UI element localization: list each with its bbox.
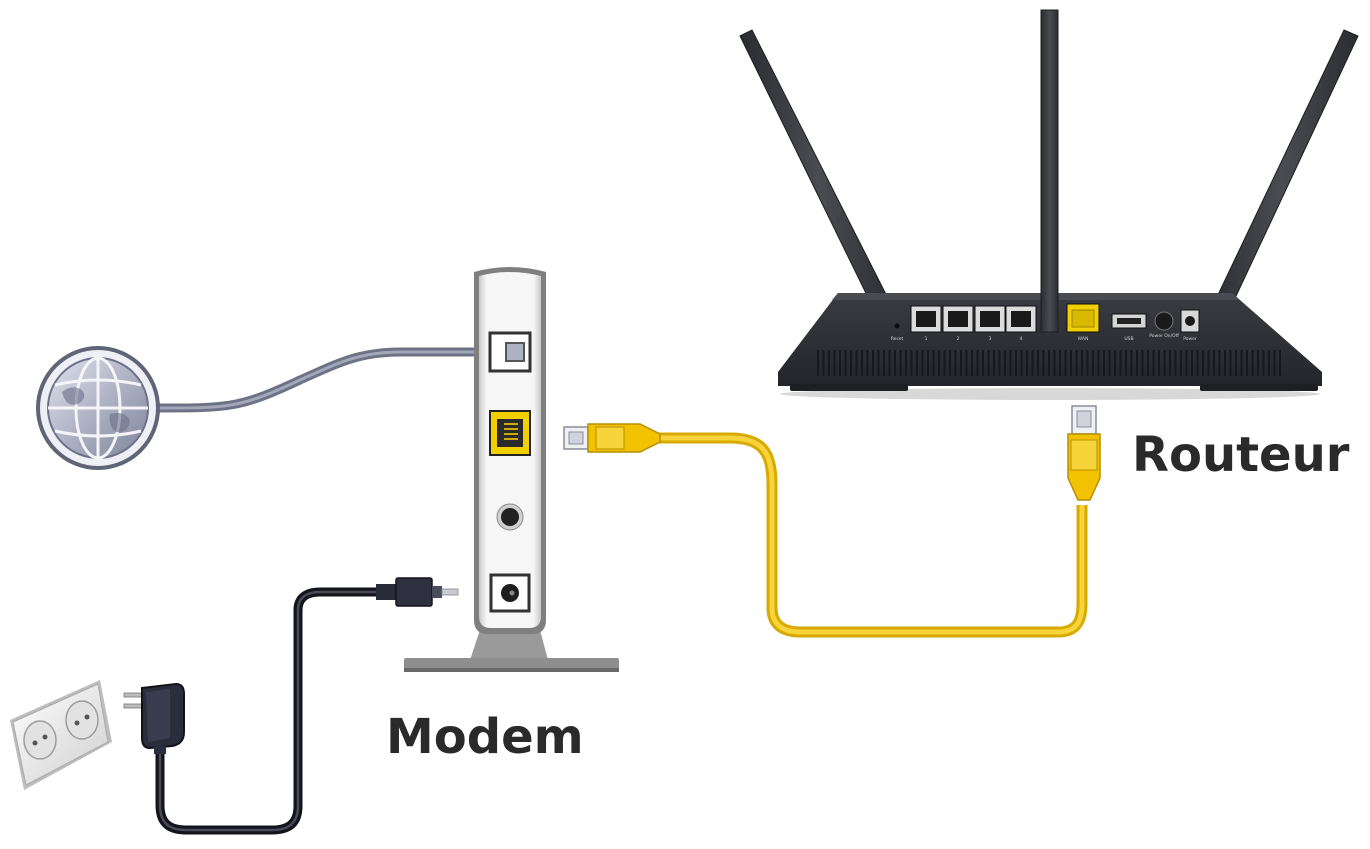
router-reset-label: Reset bbox=[891, 336, 904, 342]
router-power-label: Power bbox=[1183, 336, 1197, 342]
wall-outlet-icon bbox=[10, 680, 112, 790]
router-reset-button bbox=[894, 323, 900, 329]
router-device: Reset 1 2 3 4 WAN USB Power On/Off bbox=[739, 9, 1359, 400]
ethernet-plug-modem bbox=[563, 423, 661, 453]
router-lan-label-2: 2 bbox=[957, 336, 960, 342]
router-antenna-left bbox=[739, 29, 899, 327]
router-antenna-right bbox=[1205, 29, 1359, 327]
router-lan-label-3: 3 bbox=[989, 336, 992, 342]
ethernet-cable bbox=[655, 432, 1088, 638]
modem-label: Modem bbox=[386, 709, 584, 765]
ethernet-plug-router bbox=[1067, 405, 1101, 501]
power-adapter-icon bbox=[123, 682, 185, 754]
router-lan-label-1: 1 bbox=[925, 336, 928, 342]
router-lan-ports bbox=[910, 305, 1037, 333]
modem-device bbox=[404, 267, 619, 672]
router-power-switch bbox=[1154, 311, 1174, 331]
phone-cable bbox=[153, 347, 510, 413]
globe-icon bbox=[36, 346, 160, 470]
router-label: Routeur bbox=[1132, 427, 1350, 483]
router-lan-label-4: 4 bbox=[1020, 336, 1023, 342]
router-antenna-center bbox=[1040, 9, 1059, 333]
router-usb-label: USB bbox=[1124, 336, 1133, 342]
power-plug-modem bbox=[376, 577, 459, 607]
router-power-switch-label: Power On/Off bbox=[1149, 333, 1179, 339]
power-cable bbox=[155, 587, 376, 835]
router-wan-label: WAN bbox=[1078, 336, 1089, 342]
